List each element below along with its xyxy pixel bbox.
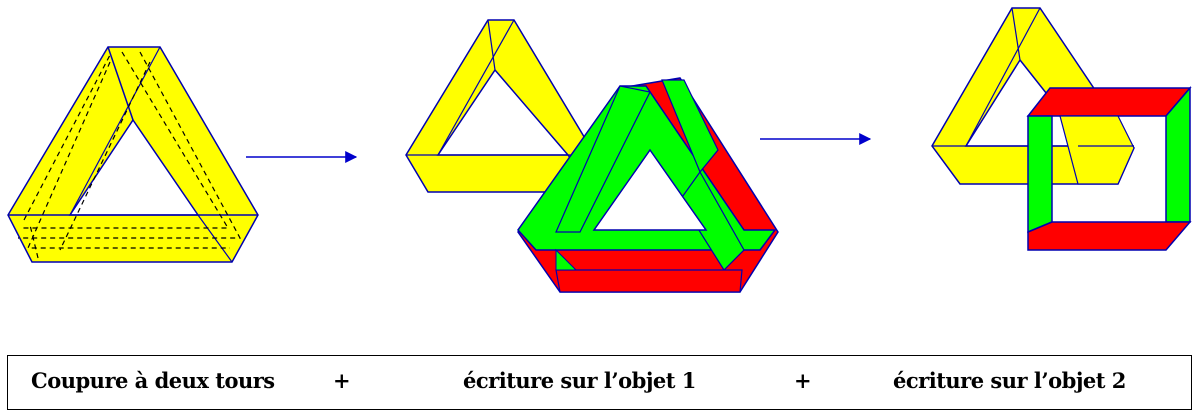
green-square-left [1028, 116, 1052, 232]
caption-box: Coupure à deux tours + écriture sur l’ob… [7, 355, 1192, 410]
figure-two-objects [406, 20, 778, 292]
caption-writing-object-2: écriture sur l’objet 2 [893, 368, 1126, 393]
red-square-top [1028, 88, 1190, 116]
ribbon-diagram [0, 0, 1202, 320]
caption-plus-2: + [794, 368, 811, 393]
caption-writing-object-1: écriture sur l’objet 1 [463, 368, 696, 393]
figure-yellow-triangle-cut [8, 47, 258, 262]
figure-linked-objects [932, 8, 1190, 250]
caption-cut-two-turns: Coupure à deux tours [31, 368, 275, 393]
red-square-bottom [1028, 222, 1190, 250]
caption-plus-1: + [333, 368, 350, 393]
